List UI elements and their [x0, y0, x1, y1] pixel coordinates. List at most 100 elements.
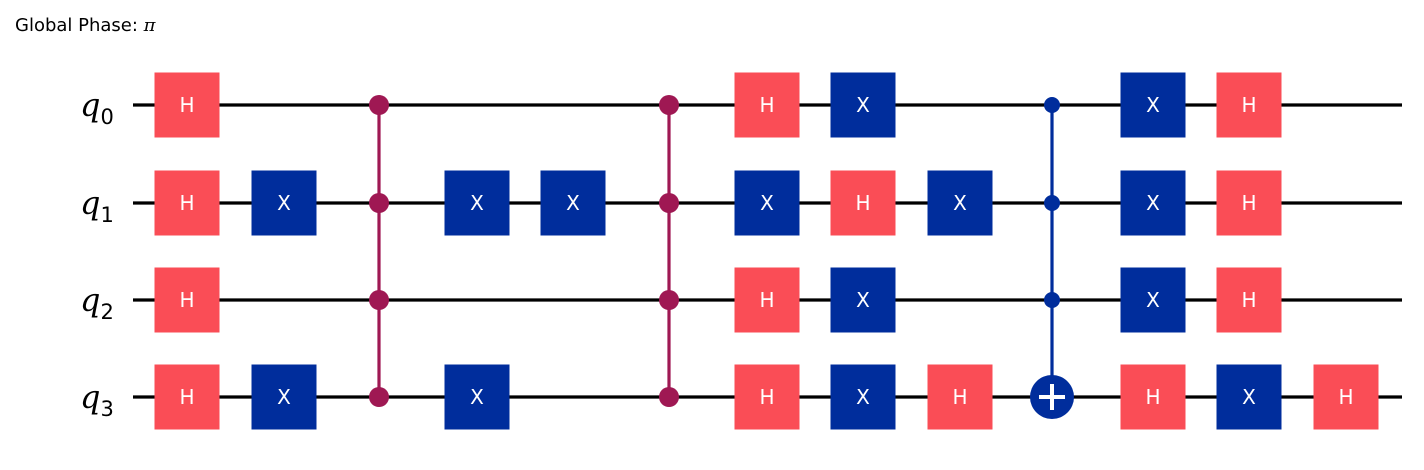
- gate-box: [1216, 170, 1282, 236]
- gate-label: H: [1241, 288, 1256, 312]
- x-gate-q1-col4: X: [540, 170, 606, 236]
- gate-box: [734, 267, 800, 333]
- gate-box: [734, 170, 800, 236]
- control-dot-q3: [659, 387, 679, 407]
- x-gate-q1-col3: X: [444, 170, 510, 236]
- gate-label: H: [1145, 385, 1160, 409]
- x-gate-q1-col8: X: [927, 170, 993, 236]
- x-gate-q3-col11: X: [1216, 364, 1282, 430]
- h-gate-q3-col8: H: [927, 364, 993, 430]
- gate-box: [154, 364, 220, 430]
- gate-label: X: [470, 385, 484, 409]
- gate-label: H: [1241, 191, 1256, 215]
- gate-box: [927, 170, 993, 236]
- global-phase-label: Global Phase: π: [15, 15, 157, 36]
- qubit-letter: q: [80, 281, 100, 319]
- gate-box: [1120, 364, 1186, 430]
- gate-box: [1120, 267, 1186, 333]
- gate-label: H: [952, 385, 967, 409]
- gate-box: [444, 364, 510, 430]
- gate-label: X: [1146, 288, 1160, 312]
- qubit-letter: q: [80, 86, 100, 124]
- gate-label: X: [566, 191, 580, 215]
- gate-box: [251, 170, 317, 236]
- multi-controlled-z-gate-col5: [659, 95, 679, 407]
- control-dot-q1: [659, 193, 679, 213]
- h-gate-q0-col0: H: [154, 72, 220, 138]
- gate-box: [927, 364, 993, 430]
- gate-label: X: [1242, 385, 1256, 409]
- control-dot-q0: [369, 95, 389, 115]
- h-gate-q0-col6: H: [734, 72, 800, 138]
- gate-box: [154, 72, 220, 138]
- gate-label: X: [856, 288, 870, 312]
- qubit-index: 3: [100, 397, 113, 421]
- gate-box: [1216, 267, 1282, 333]
- x-gate-q1-col10: X: [1120, 170, 1186, 236]
- gate-box: [540, 170, 606, 236]
- h-gate-q3-col12: H: [1313, 364, 1379, 430]
- qubit-label-q3: q3: [80, 378, 114, 421]
- gate-label: H: [855, 191, 870, 215]
- x-gate-q2-col10: X: [1120, 267, 1186, 333]
- gate-label: H: [179, 191, 194, 215]
- gate-box: [734, 72, 800, 138]
- gate-box: [1120, 72, 1186, 138]
- gate-label: X: [760, 191, 774, 215]
- gate-label: X: [953, 191, 967, 215]
- h-gate-q0-col11: H: [1216, 72, 1282, 138]
- gate-label: H: [759, 385, 774, 409]
- qubit-index: 2: [100, 300, 113, 324]
- gate-box: [154, 267, 220, 333]
- gate-label: X: [470, 191, 484, 215]
- gate-box: [251, 364, 317, 430]
- gate-label: X: [856, 93, 870, 117]
- gate-box: [1120, 170, 1186, 236]
- control-dot-q1: [1044, 195, 1060, 211]
- h-gate-q3-col0: H: [154, 364, 220, 430]
- h-gate-q2-col6: H: [734, 267, 800, 333]
- gate-label: X: [1146, 191, 1160, 215]
- gate-box: [1313, 364, 1379, 430]
- multi-controlled-z-gate-col2: [369, 95, 389, 407]
- x-gate-q0-col7: X: [830, 72, 896, 138]
- control-dot-q2: [1044, 292, 1060, 308]
- h-gate-q1-col0: H: [154, 170, 220, 236]
- control-dot-q1: [369, 193, 389, 213]
- gate-label: X: [856, 385, 870, 409]
- qubit-label-q1: q1: [80, 184, 114, 227]
- control-dot-q2: [369, 290, 389, 310]
- qubit-letter: q: [80, 184, 100, 222]
- h-gate-q3-col6: H: [734, 364, 800, 430]
- gate-label: X: [1146, 93, 1160, 117]
- gate-label: X: [277, 191, 291, 215]
- control-dot-q0: [1044, 97, 1060, 113]
- gate-label: H: [179, 385, 194, 409]
- h-gate-q1-col7: H: [830, 170, 896, 236]
- mcx-gate-col9: [1030, 97, 1074, 419]
- gate-box: [830, 72, 896, 138]
- x-gate-q3-col3: X: [444, 364, 510, 430]
- x-gate-q3-col7: X: [830, 364, 896, 430]
- h-gate-q2-col0: H: [154, 267, 220, 333]
- gate-box: [830, 364, 896, 430]
- global-phase-text: Global Phase:: [15, 15, 144, 36]
- gate-label: H: [1241, 93, 1256, 117]
- qubit-letter: q: [80, 378, 100, 416]
- control-dot-q2: [659, 290, 679, 310]
- h-gate-q2-col11: H: [1216, 267, 1282, 333]
- x-gate-q0-col10: X: [1120, 72, 1186, 138]
- qubit-label-q0: q0: [80, 86, 114, 129]
- gate-box: [830, 267, 896, 333]
- h-gate-q3-col10: H: [1120, 364, 1186, 430]
- gate-label: H: [759, 93, 774, 117]
- gate-label: H: [179, 93, 194, 117]
- gate-box: [734, 364, 800, 430]
- gate-box: [154, 170, 220, 236]
- qubit-index: 1: [100, 203, 113, 227]
- x-gate-q2-col7: X: [830, 267, 896, 333]
- gate-label: H: [1338, 385, 1353, 409]
